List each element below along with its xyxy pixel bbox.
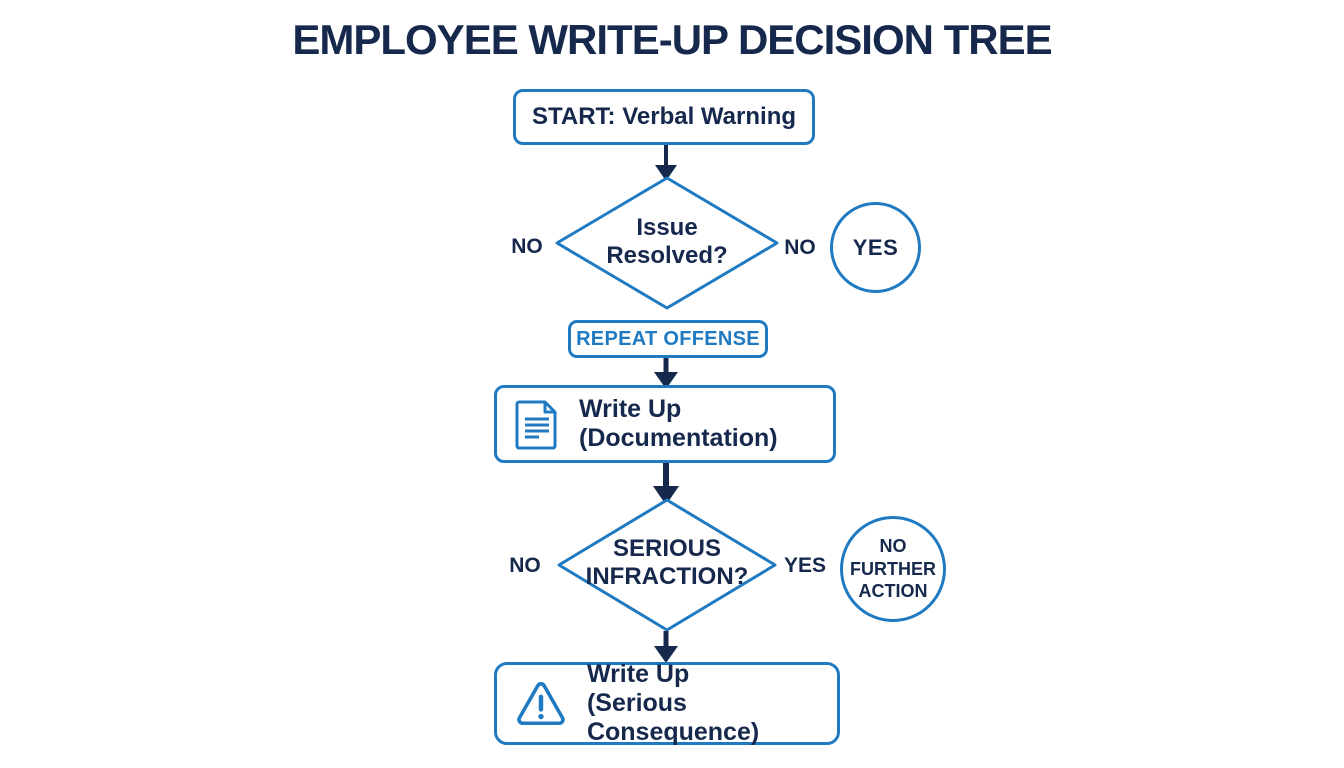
decision1-line1: Issue xyxy=(636,214,698,241)
arrow-decision2-to-serious xyxy=(654,631,678,663)
arrow-start-to-decision1 xyxy=(655,144,677,181)
decision2-no-label: NO xyxy=(509,554,541,577)
no-further-action-line2: FURTHER xyxy=(850,558,936,579)
page-title: EMPLOYEE WRITE-UP DECISION TREE xyxy=(292,16,1052,63)
decision2-line2: INFRACTION? xyxy=(585,562,749,590)
decision1-label: Issue Resolved? xyxy=(557,214,777,269)
writeup-serious-line1: Write Up xyxy=(586,660,690,689)
decision2-yes-label: YES xyxy=(783,554,827,577)
writeup-serious-line2: (Serious Consequence) xyxy=(586,689,760,746)
arrow-writeup-to-decision2 xyxy=(653,463,679,505)
yes-terminal-label: YES xyxy=(852,234,899,260)
document-icon xyxy=(515,400,557,450)
decision2-line1: SERIOUS xyxy=(612,535,722,562)
no-further-action-line1: NO xyxy=(879,536,907,557)
no-further-action-label: NO FURTHER ACTION xyxy=(850,535,936,603)
repeat-offense-badge: REPEAT OFFENSE xyxy=(568,320,768,358)
decision2-label: SERIOUS INFRACTION? xyxy=(559,535,775,590)
writeup-documentation-node: Write Up (Documentation) xyxy=(494,385,836,463)
no-further-action-line3: ACTION xyxy=(858,581,928,602)
decision1-no-left-label: NO xyxy=(511,235,543,258)
decision1-line2: Resolved? xyxy=(606,241,728,269)
start-node-label: START: Verbal Warning xyxy=(531,103,797,130)
writeup-documentation-line1: Write Up xyxy=(579,395,682,424)
writeup-documentation-label: Write Up (Documentation) xyxy=(579,395,778,453)
decision1-no-right-label: NO xyxy=(784,236,816,259)
no-further-action-node: NO FURTHER ACTION xyxy=(840,516,946,622)
writeup-documentation-line2: (Documentation) xyxy=(579,424,778,452)
writeup-serious-label: Write Up (Serious Consequence) xyxy=(587,660,837,746)
yes-terminal-node: YES xyxy=(830,202,921,293)
writeup-serious-node: Write Up (Serious Consequence) xyxy=(494,660,840,746)
warning-triangle-icon xyxy=(517,681,565,725)
repeat-offense-label: REPEAT OFFENSE xyxy=(576,327,760,350)
start-node: START: Verbal Warning xyxy=(513,89,815,145)
